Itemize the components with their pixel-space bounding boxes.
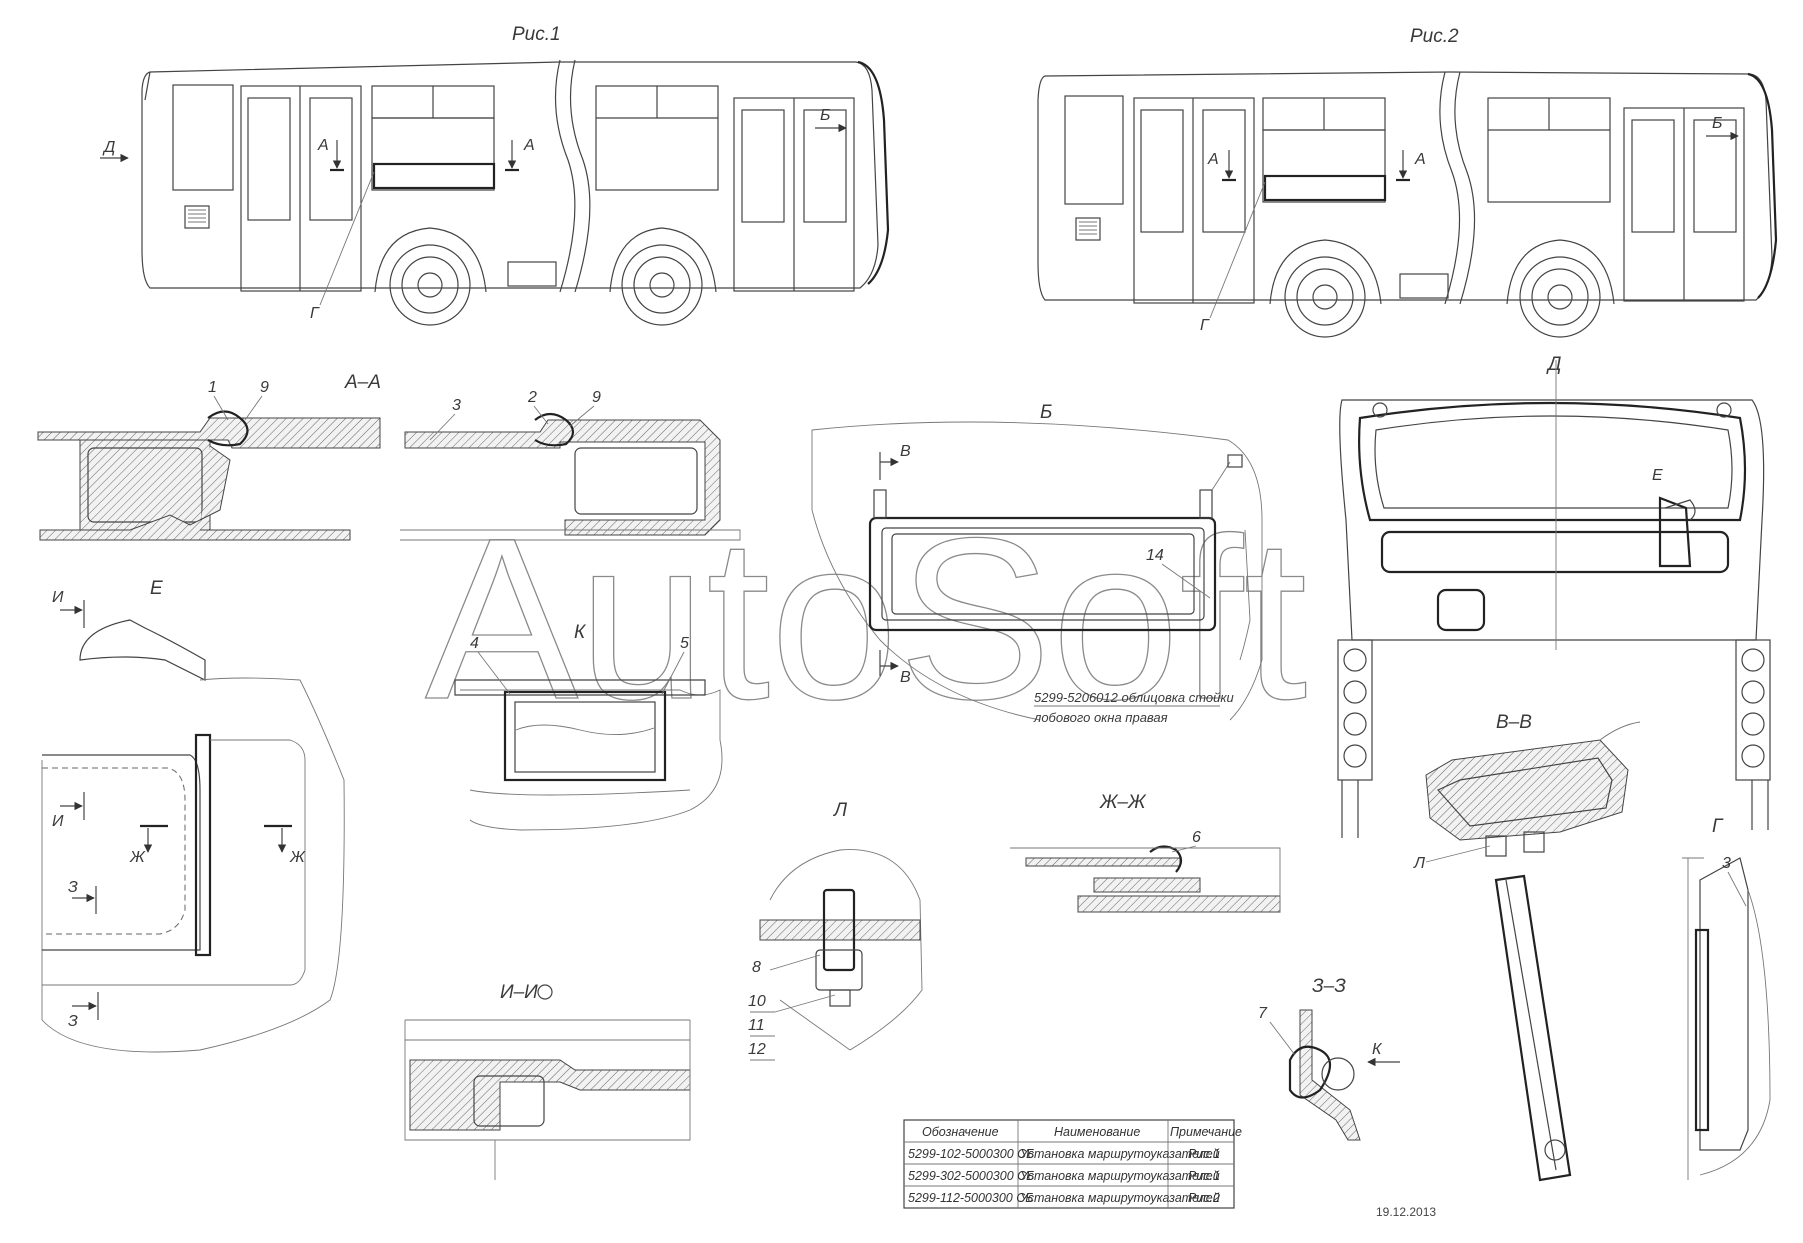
wheel-front <box>374 227 487 326</box>
svg-text:9: 9 <box>592 389 601 406</box>
table-header-note: Примечание <box>1170 1125 1242 1139</box>
section-i-i-title: И–И <box>500 982 538 1003</box>
view-e-marker-z-bottom: З <box>68 1013 78 1030</box>
table-row-1-name: Установка маршрутоуказателей <box>1019 1147 1220 1161</box>
bus-side-view-fig2: Рис.2 А А Б <box>1037 26 1778 338</box>
section-a-a-title: А–А <box>344 372 381 393</box>
table-row-2-note: Рис.1 <box>1188 1169 1220 1183</box>
note-line2: лобового окна правая <box>1033 710 1168 725</box>
svg-text:14: 14 <box>1146 547 1164 564</box>
marker-a-left: А <box>317 137 329 154</box>
fig2-marker-b: Б <box>1712 115 1722 132</box>
svg-text:3: 3 <box>1722 855 1731 872</box>
view-e-marker-i-mid: И <box>52 813 64 830</box>
view-e: Е И И Ж Ж З З <box>41 578 345 1053</box>
section-a-a: А–А 1 9 3 2 9 <box>37 372 741 541</box>
svg-text:3: 3 <box>452 397 461 414</box>
wheel-rear <box>609 227 717 326</box>
svg-text:5: 5 <box>680 635 689 652</box>
section-v-v-marker-l: Л <box>1413 855 1425 872</box>
view-e-marker-z-mid: З <box>68 879 78 896</box>
view-d: Д Е <box>1337 354 1771 838</box>
view-b-marker-v-top: В <box>900 443 911 460</box>
table-header-name: Наименование <box>1054 1125 1140 1139</box>
view-d-marker-e: Е <box>1652 467 1663 484</box>
table-row-3-designation: 5299-112-5000300 СБ <box>908 1191 1033 1205</box>
marker-d: Д <box>102 139 115 156</box>
fig1-title: Рис.1 <box>512 24 561 45</box>
view-l-title: Л <box>832 800 848 821</box>
svg-text:8: 8 <box>752 959 761 976</box>
fig2-title: Рис.2 <box>1410 26 1459 47</box>
view-b-marker-v-bottom: В <box>900 669 911 686</box>
view-d-title: Д <box>1546 354 1561 375</box>
fig2-marker-a-left: А <box>1207 151 1219 168</box>
specification-table: Обозначение Наименование Примечание 5299… <box>903 1119 1242 1209</box>
drawing-date: 19.12.2013 <box>1376 1205 1436 1219</box>
section-zh-zh-title: Ж–Ж <box>1099 792 1147 813</box>
svg-text:12: 12 <box>748 1041 766 1058</box>
view-g: Г 3 <box>1682 816 1771 1180</box>
svg-text:9: 9 <box>260 379 269 396</box>
section-z-z-marker-k: К <box>1372 1041 1383 1058</box>
marker-a-right: А <box>523 137 535 154</box>
svg-text:4: 4 <box>470 635 479 652</box>
section-z-z-title: З–З <box>1312 976 1346 997</box>
svg-text:7: 7 <box>1258 1005 1268 1022</box>
svg-text:2: 2 <box>527 389 537 406</box>
view-e-title: Е <box>150 578 163 599</box>
section-v-v: В–В Л <box>1413 712 1641 1182</box>
view-g-title: Г <box>1712 816 1724 837</box>
view-e-marker-zh-right: Ж <box>289 849 306 866</box>
fig2-marker-a-right: А <box>1414 151 1426 168</box>
section-z-z: З–З 7 К <box>1258 976 1400 1141</box>
marker-g: Г <box>310 305 320 322</box>
table-row-2-designation: 5299-302-5000300 СБ <box>908 1169 1034 1183</box>
table-row-1-designation: 5299-102-5000300 СБ <box>908 1147 1034 1161</box>
table-row-3-name: Установка маршрутоуказателей <box>1019 1191 1220 1205</box>
marker-b: Б <box>820 107 830 124</box>
view-k-title: К <box>574 622 587 643</box>
svg-text:6: 6 <box>1192 829 1201 846</box>
table-row-2-name: Установка маршрутоуказателей <box>1019 1169 1220 1183</box>
table-row-1-note: Рис.1 <box>1188 1147 1220 1161</box>
bus-side-view-fig1: Рис.1 <box>100 24 890 326</box>
table-row-3-note: Рис.2 <box>1188 1191 1220 1205</box>
view-b-title: Б <box>1040 402 1052 423</box>
view-e-marker-i-top: И <box>52 589 64 606</box>
svg-text:1: 1 <box>208 379 217 396</box>
fig2-marker-g: Г <box>1200 317 1210 334</box>
section-v-v-title: В–В <box>1496 712 1532 733</box>
view-b: Б В В 14 5299-5206012 облицовка стойки л… <box>811 402 1263 725</box>
view-l: Л 8 10 11 12 <box>748 800 923 1061</box>
view-e-marker-zh-left: Ж <box>129 849 146 866</box>
note-line1: 5299-5206012 облицовка стойки <box>1034 690 1234 705</box>
svg-text:11: 11 <box>748 1017 765 1034</box>
view-k: К 4 5 <box>454 622 723 831</box>
section-zh-zh: Ж–Ж 6 <box>1010 792 1281 913</box>
svg-text:10: 10 <box>748 993 766 1010</box>
section-i-i: И–И <box>404 982 691 1180</box>
table-header-designation: Обозначение <box>922 1125 999 1139</box>
